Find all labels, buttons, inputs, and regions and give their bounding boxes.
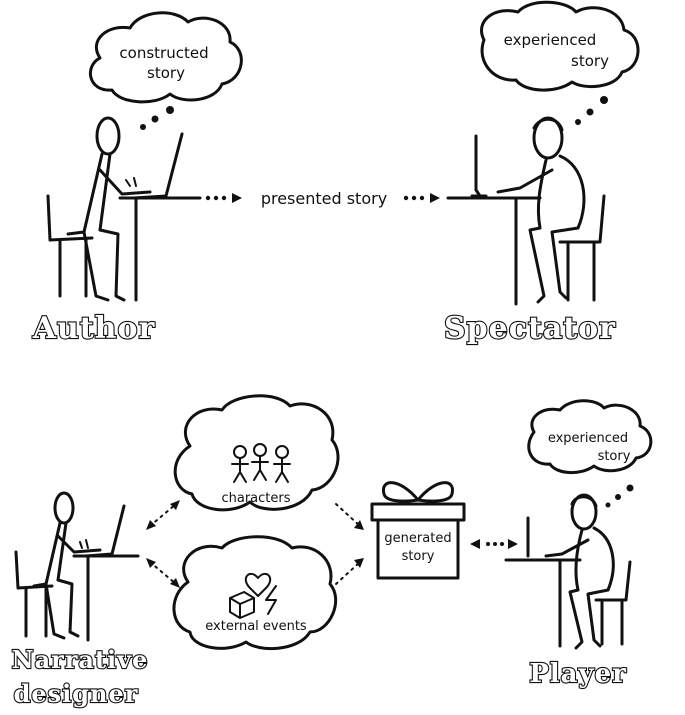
characters-icon <box>231 443 291 483</box>
spectator-thought-text-1: experienced <box>504 31 597 49</box>
thought-dot <box>151 115 159 123</box>
external-events-cloud: external events <box>172 535 337 651</box>
gift-text-2: story <box>402 549 435 564</box>
spectator-thought-text-2: story <box>571 52 609 70</box>
spectator-thought-cloud: experienced story <box>480 0 640 125</box>
characters-cloud: characters <box>173 394 340 512</box>
thought-dot <box>626 484 634 492</box>
box-icon <box>229 591 255 619</box>
spectator-figure <box>446 116 606 306</box>
gift-player-arrow <box>470 539 518 549</box>
author-thought-text-2: story <box>147 64 185 82</box>
spectator-label: Spectator <box>444 311 616 346</box>
heart-icon <box>244 572 272 597</box>
thought-dot <box>166 106 174 114</box>
narrative-designer-figure <box>14 491 140 642</box>
narrative-designer-label-1: Narrative <box>12 645 149 674</box>
gift-text-1: generated <box>384 531 451 546</box>
author-thought-cloud: constructed story <box>89 11 243 130</box>
designer-cloud-arrows <box>146 500 180 588</box>
external-events-label: external events <box>205 619 307 634</box>
player-thought-cloud: experienced story <box>527 399 653 508</box>
author-thought-text-1: constructed <box>119 44 208 62</box>
events-icons <box>229 572 277 619</box>
presented-story-flow: presented story <box>205 189 440 208</box>
thought-dot <box>615 494 621 500</box>
thought-dot <box>575 119 581 125</box>
thought-dot <box>600 96 608 104</box>
player-thought-text-1: experienced <box>548 431 628 446</box>
player-thought-text-2: story <box>598 449 631 464</box>
author-figure <box>46 116 202 302</box>
author-label: Author <box>32 311 156 346</box>
thought-dot <box>605 502 611 508</box>
thought-dot <box>586 108 594 116</box>
lightning-icon <box>265 585 277 615</box>
thought-dot <box>140 124 146 130</box>
narrative-designer-label-2: designer <box>14 679 139 708</box>
generated-story-gift: generated story <box>370 481 466 580</box>
player-label: Player <box>529 659 627 689</box>
presented-story-label: presented story <box>261 189 387 208</box>
characters-label: characters <box>221 491 290 506</box>
player-figure <box>504 493 632 650</box>
cloud-gift-arrows <box>335 503 364 585</box>
